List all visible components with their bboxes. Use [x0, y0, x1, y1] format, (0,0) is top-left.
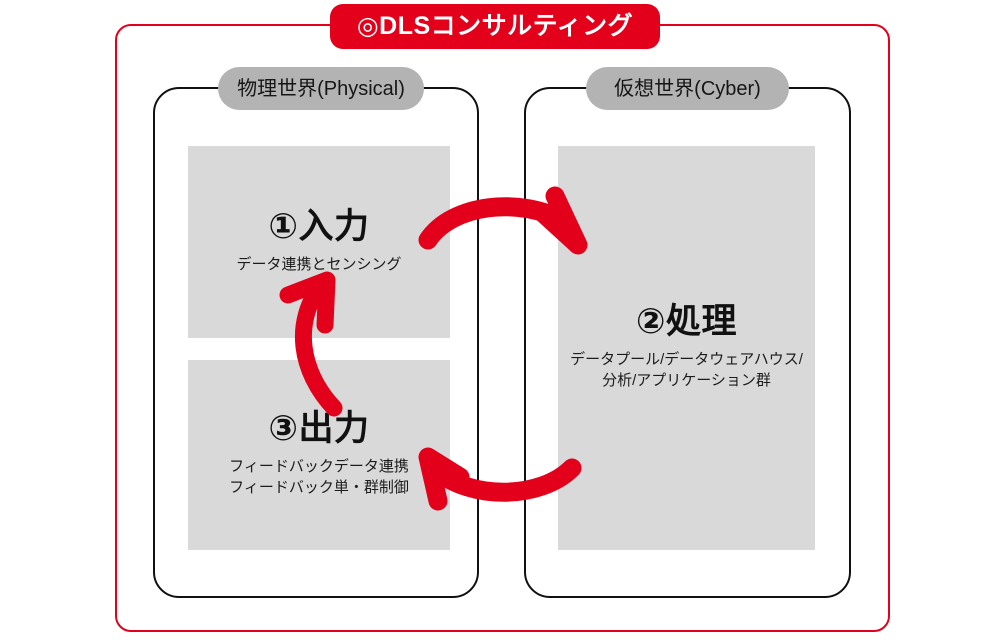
- panel-label-physical: 物理世界(Physical): [218, 67, 424, 110]
- block-input-subtitle: データ連携とセンシング: [236, 254, 401, 276]
- diagram-title-badge: ◎DLSコンサルティング: [330, 4, 660, 49]
- block-output-subtitle-line-2: フィードバック単・群制御: [229, 479, 409, 497]
- block-output-title: ③出力: [268, 408, 370, 448]
- panel-label-physical-text: 物理世界(Physical): [237, 77, 405, 100]
- panel-label-cyber-text: 仮想世界(Cyber): [614, 77, 761, 100]
- block-process: ②処理 データプール/データウェアハウス/ 分析/アプリケーション群: [558, 146, 815, 550]
- block-process-subtitle-line-1: データプール/データウェアハウス/: [570, 350, 803, 368]
- block-output: ③出力 フィードバックデータ連携 フィードバック単・群制御: [188, 360, 450, 550]
- diagram-title-text: ◎DLSコンサルティング: [356, 12, 634, 40]
- block-input-subtitle-line-1: データ連携とセンシング: [236, 255, 402, 273]
- block-input-title: ①入力: [268, 206, 370, 246]
- block-output-subtitle: フィードバックデータ連携 フィードバック単・群制御: [229, 456, 409, 500]
- block-process-subtitle: データプール/データウェアハウス/ 分析/アプリケーション群: [570, 349, 803, 393]
- panel-label-cyber: 仮想世界(Cyber): [586, 67, 789, 110]
- block-process-subtitle-line-2: 分析/アプリケーション群: [602, 372, 771, 390]
- block-output-subtitle-line-1: フィードバックデータ連携: [229, 457, 409, 475]
- block-input: ①入力 データ連携とセンシング: [188, 146, 450, 338]
- block-process-title: ②処理: [635, 301, 738, 341]
